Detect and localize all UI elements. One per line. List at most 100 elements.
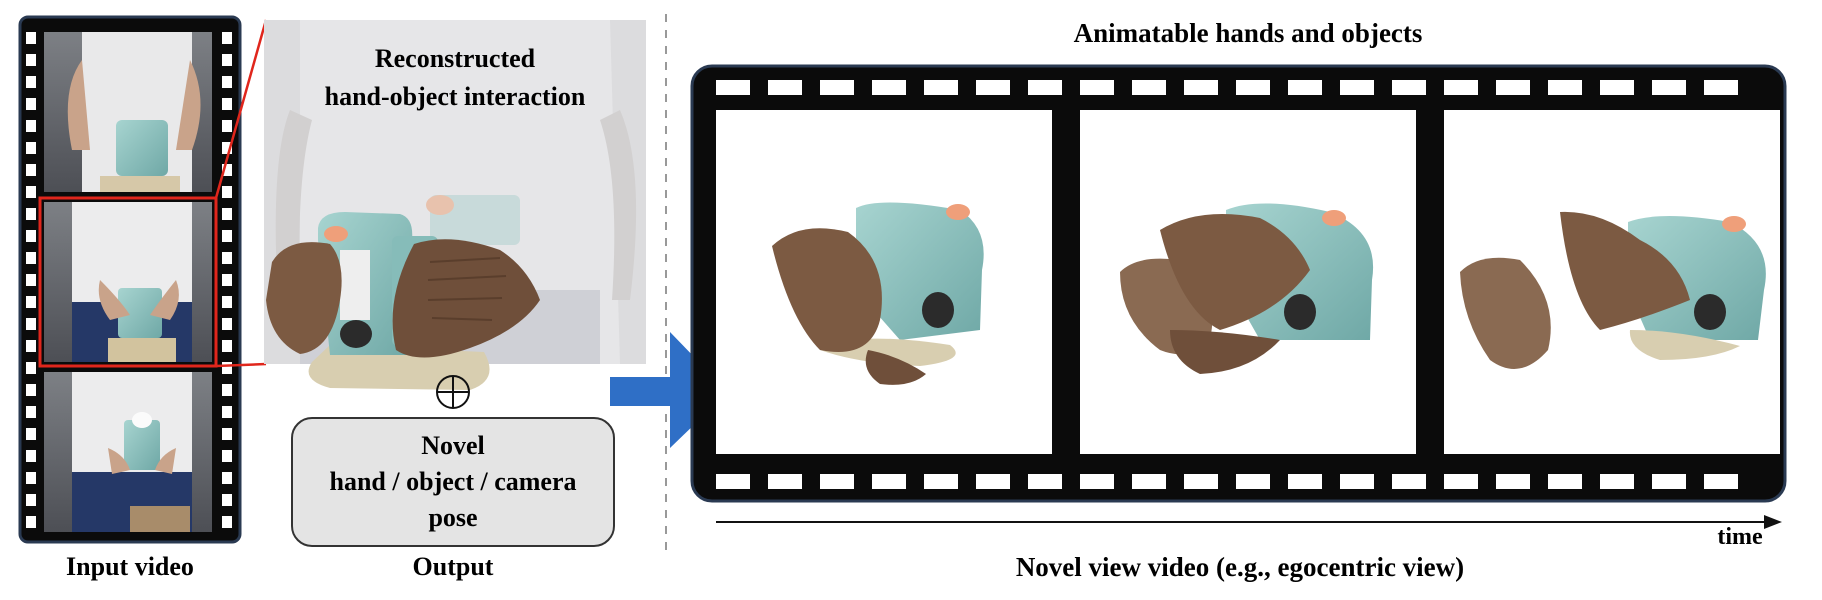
- sprocket-hole: [1288, 474, 1322, 489]
- novel-pose-line1: Novel: [421, 431, 485, 460]
- sprocket-hole: [976, 474, 1010, 489]
- sprocket-hole: [26, 54, 36, 66]
- sprocket-hole: [26, 472, 36, 484]
- sprocket-hole: [222, 164, 232, 176]
- sprocket-hole: [1392, 80, 1426, 95]
- input-frame-1: [44, 32, 212, 192]
- input-frame-2-highlighted: [44, 202, 212, 362]
- sprocket-hole: [26, 494, 36, 506]
- sprocket-hole: [1028, 474, 1062, 489]
- reconstruction-panel: [264, 20, 646, 390]
- time-label: time: [1717, 524, 1763, 550]
- sprocket-hole: [1444, 80, 1478, 95]
- sprocket-hole: [1184, 80, 1218, 95]
- sprocket-hole: [222, 340, 232, 352]
- output-label: Output: [412, 552, 494, 581]
- sprocket-hole: [1132, 80, 1166, 95]
- sprocket-hole: [1236, 80, 1270, 95]
- sprocket-hole: [26, 516, 36, 528]
- reconstruction-title: Reconstructed hand-object interaction: [274, 40, 636, 116]
- input-film-strip: [18, 15, 242, 544]
- sprocket-hole: [1340, 474, 1374, 489]
- input-frame-3: [44, 372, 212, 532]
- sprocket-hole: [26, 318, 36, 330]
- sprocket-hole: [26, 406, 36, 418]
- sprocket-hole: [222, 76, 232, 88]
- sprocket-hole: [222, 252, 232, 264]
- sprocket-hole: [222, 120, 232, 132]
- sprocket-hole: [26, 164, 36, 176]
- sprocket-hole: [222, 274, 232, 286]
- sprocket-hole: [26, 296, 36, 308]
- sprocket-hole: [1080, 474, 1114, 489]
- sprocket-hole: [1548, 80, 1582, 95]
- sprocket-hole: [1704, 474, 1738, 489]
- time-arrow-icon: [716, 515, 1782, 529]
- sprocket-hole: [26, 230, 36, 242]
- sprocket-hole: [26, 340, 36, 352]
- sprocket-hole: [1288, 80, 1322, 95]
- novel-view-frame-3: [1444, 110, 1780, 454]
- novel-view-frame-2: [1080, 110, 1416, 454]
- sprocket-hole: [26, 384, 36, 396]
- sprocket-hole: [222, 384, 232, 396]
- highlight-box: [38, 196, 218, 368]
- sprocket-hole: [222, 318, 232, 330]
- sprocket-hole: [1080, 80, 1114, 95]
- sprocket-hole: [1184, 474, 1218, 489]
- sprocket-hole: [820, 80, 854, 95]
- sprocket-hole: [26, 252, 36, 264]
- sprocket-hole: [716, 80, 750, 95]
- sprocket-hole: [872, 80, 906, 95]
- novel-pose-box: [291, 417, 615, 547]
- sprocket-hole: [1236, 474, 1270, 489]
- sprocket-hole: [26, 142, 36, 154]
- sprocket-hole: [222, 472, 232, 484]
- sprocket-hole: [222, 186, 232, 198]
- sprocket-hole: [1704, 80, 1738, 95]
- sprocket-hole: [768, 80, 802, 95]
- sprocket-hole: [976, 80, 1010, 95]
- novel-pose-text: Novel hand / object / camera pose: [292, 428, 614, 536]
- sprocket-hole: [222, 406, 232, 418]
- circled-plus-icon: [436, 375, 470, 409]
- input-video-label: Input video: [66, 552, 194, 581]
- sprocket-hole: [26, 98, 36, 110]
- sprocket-hole: [1444, 474, 1478, 489]
- sprocket-hole: [26, 186, 36, 198]
- sprocket-hole: [1548, 474, 1582, 489]
- novel-view-frame-1: [716, 110, 1052, 454]
- sprocket-hole: [222, 98, 232, 110]
- sprocket-hole: [26, 208, 36, 220]
- sprocket-hole: [1600, 80, 1634, 95]
- sprocket-hole: [222, 362, 232, 374]
- sprocket-hole: [222, 208, 232, 220]
- sprocket-hole: [872, 474, 906, 489]
- sprocket-hole: [222, 142, 232, 154]
- sprocket-hole: [1132, 474, 1166, 489]
- sprocket-hole: [26, 120, 36, 132]
- novel-pose-line2: hand / object / camera: [329, 467, 577, 496]
- sprocket-hole: [924, 474, 958, 489]
- sprocket-hole: [222, 296, 232, 308]
- sprocket-hole: [26, 32, 36, 44]
- animatable-title: Animatable hands and objects: [1073, 18, 1423, 48]
- sprocket-hole: [222, 494, 232, 506]
- sprocket-hole: [222, 230, 232, 242]
- novel-pose-line3: pose: [428, 503, 478, 532]
- sprocket-hole: [1600, 474, 1634, 489]
- sprocket-hole: [26, 428, 36, 440]
- sprocket-hole: [222, 516, 232, 528]
- sprocket-hole: [1496, 474, 1530, 489]
- sprocket-hole: [222, 450, 232, 462]
- sprocket-hole: [26, 76, 36, 88]
- output-film-strip: [690, 64, 1787, 503]
- sprocket-hole: [924, 80, 958, 95]
- film-sprocket-icon: [26, 32, 232, 528]
- reconstruction-title-line2: hand-object interaction: [324, 82, 586, 111]
- sprocket-hole: [1652, 474, 1686, 489]
- sprocket-hole: [222, 54, 232, 66]
- sprocket-hole: [1340, 80, 1374, 95]
- novel-view-caption: Novel view video (e.g., egocentric view): [1015, 552, 1465, 582]
